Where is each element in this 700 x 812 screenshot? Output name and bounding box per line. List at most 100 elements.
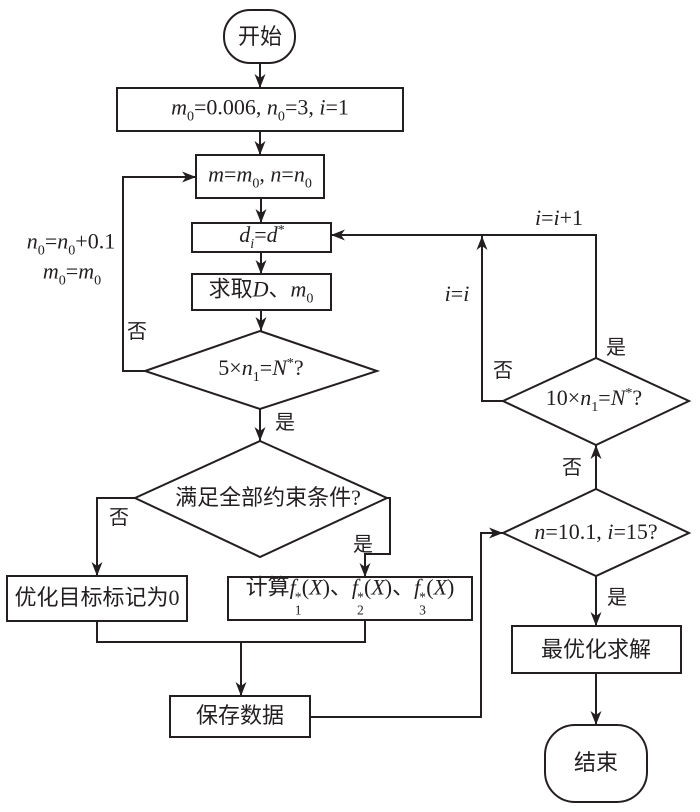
superscript-run: * (625, 385, 633, 402)
variable-run: i (444, 281, 451, 306)
subscript-run: 0 (68, 242, 76, 259)
init-params-box (116, 87, 404, 132)
subscript-run: 1 (252, 368, 260, 385)
variable-run: n (270, 161, 282, 187)
mark-zero-label: 优化目标标记为0 (14, 585, 180, 610)
text-run: = (254, 221, 267, 247)
edge-constraints-yes (359, 497, 391, 577)
variable-run: n (266, 94, 278, 120)
subscript-run: 0 (252, 175, 260, 192)
compute-f-label: 计算f*1(X)、f*2(X)、f*3(X) (245, 574, 455, 618)
variable-run: N (272, 354, 287, 380)
set-d-box (191, 222, 332, 253)
variable-run: X (309, 574, 323, 600)
i-keep-label: i=i (445, 283, 470, 305)
text-run: )、 (322, 574, 352, 600)
subscript-run: i (250, 235, 255, 252)
text-run: ( (301, 574, 310, 600)
subscript-run: 1 (294, 602, 302, 618)
text-run: )、 (384, 574, 415, 600)
edge-constraints-no (91, 497, 135, 576)
variable-run: n (241, 354, 253, 380)
text-run: = (44, 228, 58, 254)
superscript-run: * (419, 589, 426, 605)
compute-f-box (227, 576, 473, 621)
subscript-run: 0 (37, 242, 45, 259)
variable-run: i (553, 205, 560, 230)
text-run: ? (632, 384, 643, 410)
variable-run: f (351, 574, 359, 600)
variable-run: i (534, 205, 542, 230)
check-stop-label: n=10.1, i=15? (534, 521, 657, 543)
subscript-run: 2 (356, 602, 364, 618)
compute-D-label: 求取D、m0 (209, 276, 314, 306)
text-run: = (224, 161, 237, 187)
edge-check-10n1-yes (331, 229, 597, 358)
subscript-run: 1 (591, 398, 599, 415)
set-d-label: di=d* (239, 223, 284, 251)
check-stop-yes-label: 是 (607, 587, 627, 609)
save-data-label: 保存数据 (195, 703, 285, 728)
variable-run: m (42, 258, 59, 284)
constraints-yes-label: 是 (353, 534, 373, 556)
subsup-run: *2 (356, 589, 364, 618)
text-run: =15? (613, 519, 658, 544)
text-run: ? (293, 354, 304, 380)
variable-run: d (239, 221, 251, 247)
superscript-run: * (286, 355, 294, 372)
subscript-run: 0 (94, 272, 102, 289)
superscript-run: * (277, 222, 285, 239)
text-run: 、 (268, 276, 291, 302)
assign-label: m=m0, n=n0 (208, 161, 312, 192)
check-10n1-no-label: 否 (493, 360, 513, 382)
subscript-run: 3 (419, 602, 426, 618)
variable-run: n (26, 228, 38, 254)
text-run: =0.006, (194, 94, 267, 120)
variable-run: n (57, 228, 69, 254)
text-run: =3, (284, 94, 320, 120)
text-run: 10× (545, 384, 581, 410)
variable-run: i (319, 94, 326, 120)
subscript-run: 0 (186, 108, 194, 125)
text-run: 5× (218, 354, 242, 380)
variable-run: m (236, 161, 253, 187)
variable-run: i (463, 281, 470, 306)
variable-run: i (607, 519, 614, 544)
init-params-label: m0=0.006, n0=3, i=1 (171, 94, 349, 125)
variable-run: f (289, 574, 296, 600)
text-run: = (598, 384, 611, 410)
subsup-run: *1 (294, 589, 302, 618)
variable-run: m (290, 276, 307, 302)
text-run: ) (447, 574, 455, 600)
check-5n1-label: 5×n1=N*? (218, 356, 303, 384)
constraints-no-label: 否 (109, 507, 129, 529)
subscript-run: 0 (277, 108, 285, 125)
end-label: 结束 (573, 750, 619, 775)
text-run: ( (364, 574, 372, 600)
text-run: 计算 (245, 574, 290, 600)
variable-run: n (293, 161, 305, 187)
start-label: 开始 (237, 24, 283, 49)
text-run: ( (426, 574, 434, 600)
text-run: = (259, 354, 273, 380)
superscript-run: * (356, 589, 364, 605)
text-run: =1 (325, 94, 349, 120)
edge-merge-results (96, 620, 366, 643)
variable-run: m (171, 94, 187, 120)
subsup-run: *3 (419, 589, 426, 618)
text-run: = (65, 258, 79, 284)
text-run: = (450, 281, 464, 306)
text-run: , (259, 161, 271, 187)
variable-run: d (266, 221, 278, 247)
edge-check-10n1-no (476, 236, 503, 402)
variable-run: n (534, 519, 546, 544)
subscript-run: 0 (58, 272, 66, 289)
check-stop-no-label: 否 (562, 457, 582, 479)
variable-run: m (78, 258, 95, 284)
edge-save-to-check-stop (310, 527, 503, 718)
loop-no-label: 否 (127, 321, 147, 343)
superscript-run: * (294, 589, 302, 605)
check-constraints-label: 满足全部约束条件? (175, 485, 361, 510)
